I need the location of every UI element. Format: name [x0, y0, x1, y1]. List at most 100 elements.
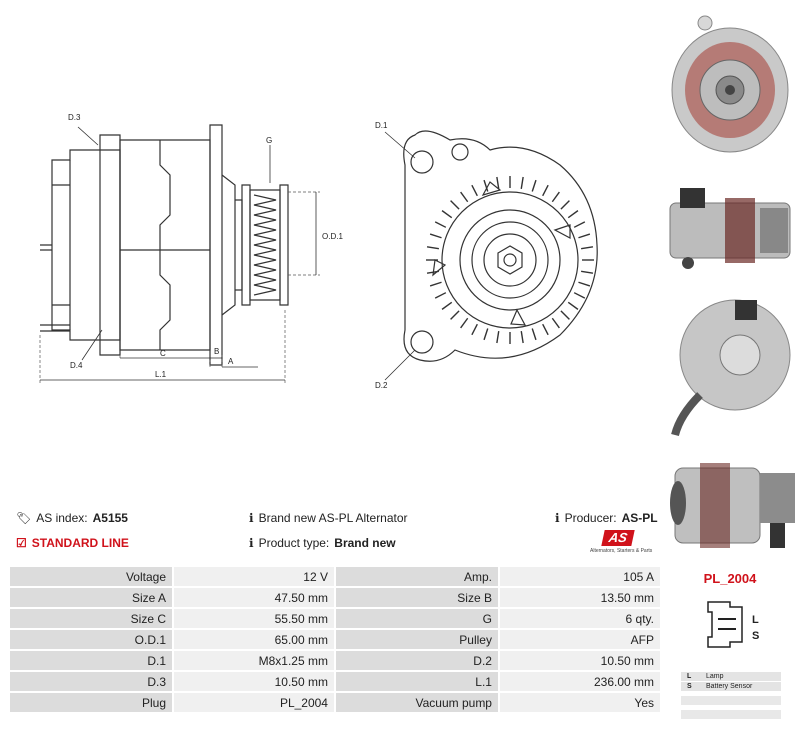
spec-value: M8x1.25 mm: [174, 651, 334, 670]
spec-value: 47.50 mm: [174, 588, 334, 607]
fan-slot: [531, 328, 537, 341]
tag-icon: 🏷: [16, 511, 32, 525]
fan-slot: [471, 323, 478, 336]
photo-rear-view[interactable]: [660, 295, 800, 445]
plug-legend-row: S Battery Sensor: [681, 682, 781, 691]
fan-slot: [581, 270, 594, 274]
logo-tagline: Alternators, Starters & Parts: [590, 548, 653, 554]
fan-slot: [578, 281, 591, 287]
fan-slot: [551, 191, 560, 203]
fan-slot: [450, 310, 460, 320]
spec-label: Vacuum pump: [335, 693, 498, 712]
fan-slot: [434, 292, 447, 299]
spec-label: Amp.: [335, 567, 498, 586]
standard-line: ☑ STANDARD LINE: [16, 536, 129, 550]
spec-label: G: [335, 609, 498, 628]
fan-slot: [441, 210, 453, 219]
plug-code: PL_2004: [703, 571, 757, 586]
spec-label: Pulley: [335, 630, 498, 649]
fan-slot: [471, 184, 478, 197]
fan-slot: [450, 200, 460, 210]
label-d2: D.2: [375, 381, 388, 390]
fan-slot: [531, 179, 537, 192]
label-c: C: [160, 349, 166, 358]
fan-slot: [573, 292, 586, 299]
as-index-value: A5155: [92, 511, 128, 525]
fan-slot: [542, 184, 549, 197]
photo-front-view[interactable]: [660, 5, 800, 165]
fan-slot: [573, 221, 586, 228]
fan-slot: [578, 233, 591, 239]
label-d1: D.1: [375, 121, 388, 130]
as-pl-logo: AS Alternators, Starters & Parts: [590, 530, 660, 558]
fan-slot: [567, 301, 579, 310]
spec-value: 55.50 mm: [174, 609, 334, 628]
spec-value: PL_2004: [174, 693, 334, 712]
fan-slot: [426, 246, 439, 250]
fan-slot: [460, 191, 469, 203]
fan-slot: [429, 281, 442, 287]
pin-l-label: L: [752, 614, 759, 626]
fan-slot: [567, 210, 579, 219]
spec-value: 65.00 mm: [174, 630, 334, 649]
fan-slot: [520, 176, 524, 189]
spec-value: 236.00 mm: [499, 672, 660, 691]
plug-legend-row: L Lamp: [681, 672, 781, 681]
fan-slot: [560, 310, 570, 320]
photo-angle-view[interactable]: [660, 448, 800, 558]
label-a: A: [228, 357, 234, 366]
side-view-drawing: D.3 G O.D.1 D.4 C B A L.1: [39, 113, 343, 385]
brand-new-info: ℹ Brand new AS-PL Alternator: [249, 511, 408, 525]
fan-slot: [551, 317, 560, 329]
as-index: 🏷 AS index: A5155: [16, 511, 128, 525]
spec-label: L.1: [335, 672, 498, 691]
label-g: G: [266, 136, 272, 145]
plug-legend-blank: [681, 696, 781, 705]
fan-slot: [496, 176, 500, 189]
pin-s-label: S: [752, 630, 759, 642]
info-icon: ℹ: [555, 511, 560, 525]
spec-label: D.2: [335, 651, 498, 670]
label-l1: L.1: [155, 370, 167, 379]
spec-value: 13.50 mm: [499, 588, 660, 607]
checkbox-icon: ☑: [16, 536, 27, 550]
fan-slot: [460, 317, 469, 329]
fan-slot: [483, 179, 489, 192]
photo-side-view[interactable]: [660, 178, 800, 278]
spec-value: 10.50 mm: [174, 672, 334, 691]
spec-value: Yes: [499, 693, 660, 712]
spec-value: 10.50 mm: [499, 651, 660, 670]
fan-slot: [520, 331, 524, 344]
spec-label: Size B: [335, 588, 498, 607]
spec-value: 105 A: [499, 567, 660, 586]
spec-label: Size A: [10, 588, 172, 607]
label-b: B: [214, 347, 219, 356]
front-view-drawing: D.1 D.2: [375, 121, 598, 390]
product-type-info: ℹ Product type: Brand new: [249, 536, 396, 550]
fan-slot: [426, 270, 439, 274]
fan-slot: [483, 328, 489, 341]
producer-info: ℹ Producer: AS-PL: [555, 511, 658, 525]
fan-slot: [496, 331, 500, 344]
info-icon: ℹ: [249, 536, 254, 550]
label-d3: D.3: [68, 113, 81, 122]
fan-slot: [441, 301, 453, 310]
spec-label: D.3: [10, 672, 172, 691]
spec-label: D.1: [10, 651, 172, 670]
plug-diagram: L S: [707, 601, 759, 648]
spec-label: Voltage: [10, 567, 172, 586]
fan-slot: [542, 323, 549, 336]
fan-slot: [581, 246, 594, 250]
plug-legend-blank: [681, 710, 781, 719]
label-d4: D.4: [70, 361, 83, 370]
spec-label: Size C: [10, 609, 172, 628]
label-od1: O.D.1: [322, 232, 343, 241]
